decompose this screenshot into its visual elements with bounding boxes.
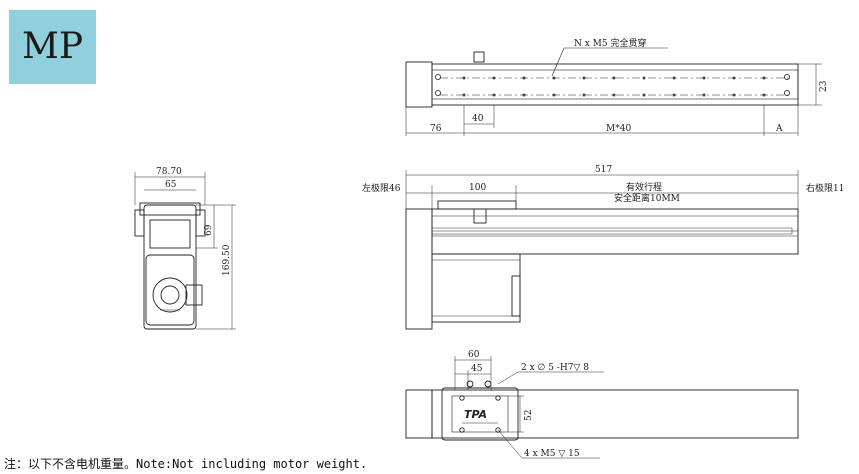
stroke-label: 有效行程 — [626, 181, 662, 193]
dim-A: A — [775, 124, 783, 134]
dim-23: 23 — [819, 80, 829, 92]
dim-100: 100 — [469, 183, 486, 193]
dim-52: 52 — [524, 410, 534, 421]
dim-517: 517 — [595, 165, 612, 175]
footer-note: 注：以下不含电机重量。Note:Not including motor weig… — [4, 457, 368, 471]
dim-45: 45 — [471, 364, 483, 374]
model-label: MP — [21, 26, 84, 67]
left-limit: 左极限46 — [362, 182, 401, 194]
end-view: 78.70 65 69 169.50 — [134, 167, 236, 330]
pin-note: 2 x ∅ 5 -H7▽ 8 — [521, 363, 589, 373]
side-view: 517 左极限46 100 有效行程 安全距离10MM 右极限11 — [362, 165, 844, 330]
end-body — [143, 204, 197, 330]
logo-text: TPA — [464, 408, 487, 421]
right-limit: 右极限11 — [806, 182, 844, 194]
side-carriage — [437, 200, 517, 210]
safety-label: 安全距离10MM — [614, 192, 680, 204]
dim-40: 40 — [472, 114, 484, 124]
dim-69: 69 — [204, 224, 214, 236]
dim-169-50: 169.50 — [222, 244, 232, 276]
dim-60: 60 — [468, 350, 480, 360]
side-motor — [431, 253, 521, 323]
motor-flange-circle — [152, 277, 188, 313]
dim-65: 65 — [165, 180, 177, 190]
hole-note: N x M5 完全贯穿 — [574, 37, 646, 49]
bottom-view: TPA 60 45 2 x ∅ 5 -H7▽ 8 52 4 x M5 ▽ 15 — [405, 350, 799, 459]
top-connector — [473, 51, 485, 63]
bottom-carriage — [441, 387, 519, 441]
top-motor-end — [405, 61, 433, 108]
side-motor-end — [405, 208, 433, 330]
dim-76: 76 — [430, 124, 442, 134]
model-badge: MP — [9, 10, 96, 84]
screw-note: 4 x M5 ▽ 15 — [524, 449, 580, 459]
dim-78-70: 78.70 — [156, 167, 182, 177]
bottom-motor-end — [405, 389, 433, 439]
dim-pitch: M*40 — [606, 124, 631, 134]
bottom-rail-body — [431, 389, 799, 439]
top-view: N x M5 完全贯穿 23 76 40 M*40 A — [405, 37, 829, 136]
